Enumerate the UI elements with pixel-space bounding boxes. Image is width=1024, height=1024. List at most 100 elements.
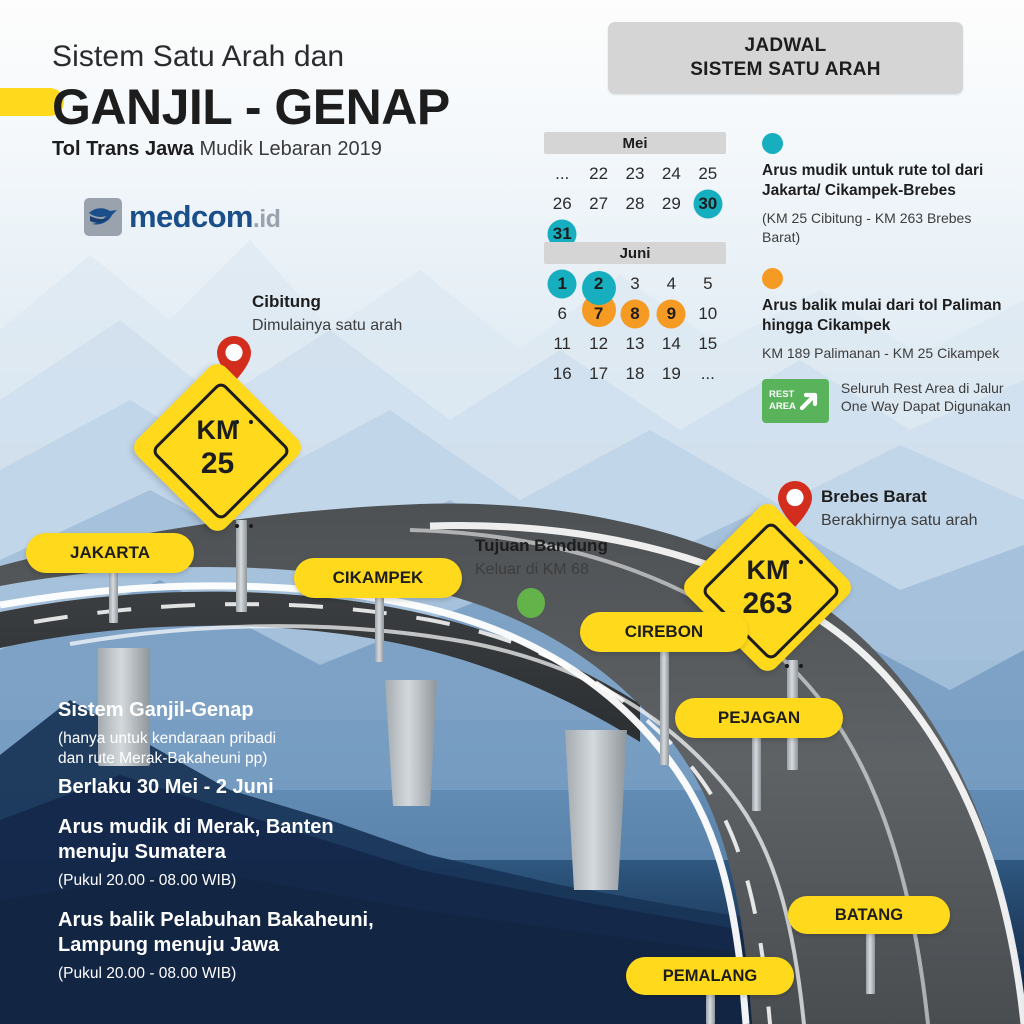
calendar-day-number: 22 (589, 164, 609, 183)
plate-jakarta[interactable]: JAKARTA (26, 533, 194, 573)
plate-batang[interactable]: BATANG (788, 896, 950, 934)
plate-cirebon[interactable]: CIREBON (580, 612, 748, 652)
plate-pejagan[interactable]: PEJAGAN (675, 698, 843, 738)
logo-suffix: .id (252, 205, 281, 233)
km-sign-263-rivets (784, 559, 804, 669)
bgg-heading2: Berlaku 30 Mei - 2 Juni (58, 776, 274, 799)
calendar-day-number: 8 (630, 304, 640, 323)
sign-post-cirebon (660, 650, 669, 765)
legend-body-balik: KM 189 Palimanan - KM 25 Cikampek (762, 345, 1000, 362)
km-sign-25: KM 25 (129, 359, 306, 536)
km-sign-25-top: KM (196, 414, 239, 445)
pin-name-cibitung: Cibitung (252, 292, 321, 311)
calendar-day: 16 (544, 359, 580, 389)
bandung-sub: Keluar di KM 68 (475, 561, 589, 578)
calendar-day-number: 26 (552, 194, 572, 213)
medcom-logo: medcom.id (84, 198, 281, 236)
calendar-day-highlight (547, 269, 577, 299)
bgg-note1: (hanya untuk kendaraan pribadi (58, 730, 277, 748)
calendar-day: 15 (690, 329, 726, 359)
eagle-icon (84, 198, 122, 236)
tagline-rest: Mudik Lebaran 2019 (193, 138, 382, 160)
calendar-day: 13 (617, 329, 653, 359)
rest-area-row: REST AREA Seluruh Rest Area di Jalur One… (762, 378, 1012, 423)
legend-dot-balik (762, 268, 783, 290)
calendar-day: 29 (653, 189, 689, 219)
bgg-note2: dan rute Merak-Bakaheuni pp) (58, 750, 268, 768)
bandung-exit-dot (517, 588, 545, 618)
calendar-day: 23 (617, 159, 653, 189)
calendar-day-number: 23 (625, 164, 645, 183)
calendar-day: 19 (653, 359, 689, 389)
calendar-day-number: 25 (698, 164, 718, 183)
calendar-day: ... (544, 159, 580, 189)
calendar-day: 1 (544, 269, 580, 299)
calendar-day: 14 (653, 329, 689, 359)
calendar-day: 27 (580, 189, 616, 219)
sign-post-batang (866, 932, 875, 994)
km-sign-25-bottom: 25 (200, 446, 235, 480)
km-sign-25-rivets (234, 419, 254, 529)
calendar-day-number: 11 (553, 334, 572, 353)
page-title: GANJIL - GENAP (52, 79, 450, 135)
page-subtitle: Sistem Satu Arah dan (52, 40, 345, 73)
bandung-title: Tujuan Bandung (475, 536, 608, 555)
bandung-callout: Tujuan Bandung Keluar di KM 68 (475, 536, 608, 579)
sign-post-km25 (236, 520, 247, 612)
calendar-day-highlight (581, 270, 616, 305)
pin-label-cibitung: Cibitung Dimulainya satu arah (252, 292, 402, 335)
schedule-title-line2: SISTEM SATU ARAH (690, 59, 881, 80)
calendar-day-number: 12 (589, 334, 609, 353)
bbb-heading2: Lampung menuju Jawa (58, 934, 280, 957)
bbb-note: (Pukul 20.00 - 08.00 WIB) (58, 965, 237, 983)
calendar-day-highlight (620, 299, 650, 329)
pin-sub-cibitung: Dimulainya satu arah (252, 317, 403, 334)
calendar-day: 4 (653, 269, 689, 299)
calendar-day: 24 (653, 159, 689, 189)
calendar-day-number: ... (700, 364, 715, 383)
sign-post-cikampek (375, 590, 384, 662)
plate-pemalang[interactable]: PEMALANG (626, 957, 794, 995)
calendar-day: 2 (580, 269, 616, 305)
legend-body-mudik: (KM 25 Cibitung - KM 263 Brebes Barat) (762, 209, 972, 245)
plate-cikampek[interactable]: CIKAMPEK (294, 558, 462, 598)
calendar-day-number: 31 (552, 224, 572, 243)
calendar-day: 3 (617, 269, 653, 299)
calendar-day-number: 18 (625, 364, 645, 383)
legend-panel: Arus mudik untuk rute tol dari Jakarta/ … (762, 133, 1012, 423)
calendar-day-highlight (656, 299, 686, 329)
calendar-month-label: Juni (544, 242, 726, 264)
calendar-day: 25 (690, 159, 726, 189)
calendar-day: 31 (544, 219, 580, 249)
calendar-day-number: 13 (625, 334, 645, 353)
pin-name-brebes: Brebes Barat (821, 487, 927, 506)
km-sign-263-bottom: 263 (742, 586, 793, 620)
calendar-day: 6 (544, 299, 580, 329)
km-sign-263: KM 263 (679, 499, 856, 676)
map-pin-brebes-barat (778, 481, 812, 527)
calendar-day-number: 5 (703, 274, 713, 293)
bottom-block-mudik-merak: Arus mudik di Merak, Banten menuju Sumat… (58, 815, 334, 892)
calendar-day-number: 14 (661, 334, 681, 353)
bmm-heading1: Arus mudik di Merak, Banten (58, 816, 334, 838)
calendar-day-number: 17 (589, 364, 609, 383)
bbb-heading1: Arus balik Pelabuhan Bakaheuni, (58, 909, 374, 931)
calendar-day: 5 (690, 269, 726, 299)
sign-post-pejagan (752, 731, 761, 811)
calendar-day-number: 16 (552, 364, 572, 383)
calendar-day: 17 (580, 359, 616, 389)
schedule-header-box: JADWAL SISTEM SATU ARAH (608, 22, 963, 94)
rest-area-note: Seluruh Rest Area di Jalur One Way Dapat… (840, 379, 1011, 415)
rest-area-badge: REST AREA (762, 378, 829, 423)
calendar-day-number: ... (555, 164, 570, 183)
bmm-note: (Pukul 20.00 - 08.00 WIB) (58, 872, 237, 890)
calendar-day-highlight (693, 189, 723, 219)
calendar-day-number: 1 (557, 274, 567, 293)
km-sign-263-top: KM (746, 554, 789, 585)
calendar-day-number: 15 (698, 334, 718, 353)
calendar-day: 11 (544, 329, 580, 359)
